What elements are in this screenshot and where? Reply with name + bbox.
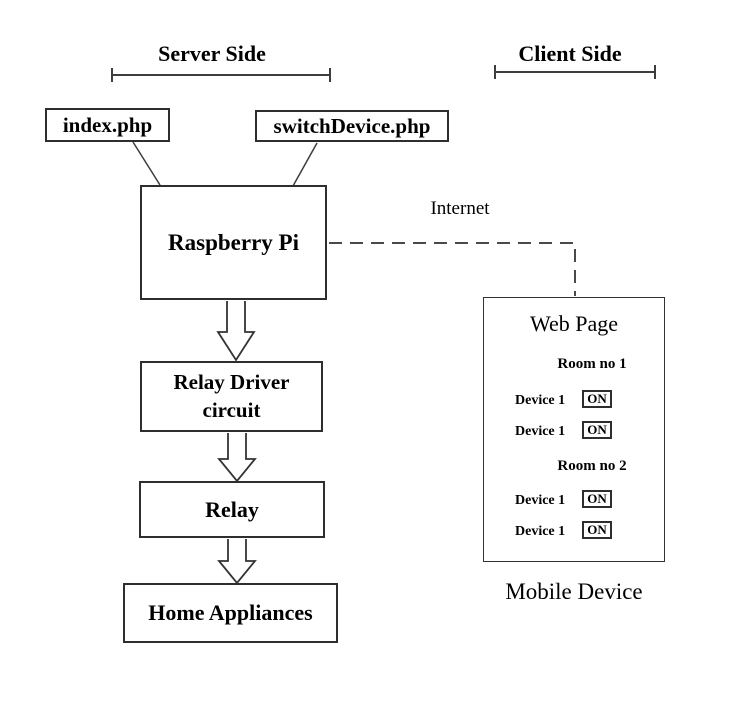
node-relay-driver-circuit-label: Relay Driver circuit: [173, 369, 289, 424]
client-side-bracket: [494, 65, 656, 79]
mobile-device-caption: Mobile Device: [505, 579, 643, 604]
device-row: Device 1 ON: [484, 390, 664, 412]
node-switch-device-php: switchDevice.php: [255, 110, 449, 142]
node-switch-device-php-label: switchDevice.php: [273, 113, 431, 138]
node-index-php-label: index.php: [62, 112, 153, 137]
room-1-heading: Room no 1: [557, 356, 627, 372]
connector-indexphp-raspberrypi: [132, 141, 161, 186]
server-side-bracket: [111, 68, 331, 82]
device-row: Device 1 ON: [484, 521, 664, 543]
device-2-on-button[interactable]: ON: [582, 421, 612, 439]
web-page-panel: Web Page Room no 1 Device 1 ON Device 1 …: [483, 297, 665, 562]
node-relay: Relay: [139, 481, 325, 538]
device-3-on-button[interactable]: ON: [582, 490, 612, 508]
device-4-label: Device 1: [515, 524, 566, 539]
node-raspberry-pi: Raspberry Pi: [140, 185, 327, 300]
device-1-on-button[interactable]: ON: [582, 390, 612, 408]
client-side-heading: Client Side: [518, 41, 622, 66]
node-home-appliances-label: Home Appliances: [148, 600, 313, 625]
down-arrow-relaydriver-relay-icon: [217, 433, 257, 483]
node-relay-driver-circuit: Relay Driver circuit: [140, 361, 323, 432]
device-row: Device 1 ON: [484, 421, 664, 443]
web-page-title: Web Page: [529, 311, 619, 336]
node-index-php: index.php: [45, 108, 170, 142]
node-home-appliances: Home Appliances: [123, 583, 338, 643]
device-4-on-button[interactable]: ON: [582, 521, 612, 539]
node-raspberry-pi-label: Raspberry Pi: [168, 229, 299, 255]
device-3-label: Device 1: [515, 493, 566, 508]
server-side-heading: Server Side: [158, 41, 266, 66]
node-relay-label: Relay: [205, 496, 259, 522]
internet-label: Internet: [430, 198, 490, 219]
relay-driver-line1: Relay Driver: [173, 370, 290, 395]
down-arrow-relay-homeappliances-icon: [217, 539, 257, 585]
device-2-label: Device 1: [515, 424, 566, 439]
device-row: Device 1 ON: [484, 490, 664, 512]
internet-dashed-link: [329, 242, 576, 296]
device-1-label: Device 1: [515, 393, 566, 408]
relay-driver-line2: circuit: [202, 397, 261, 422]
down-arrow-raspberrypi-relaydriver-icon: [216, 301, 256, 362]
connector-switchdevicephp-raspberrypi: [292, 142, 318, 187]
room-2-heading: Room no 2: [557, 458, 627, 474]
